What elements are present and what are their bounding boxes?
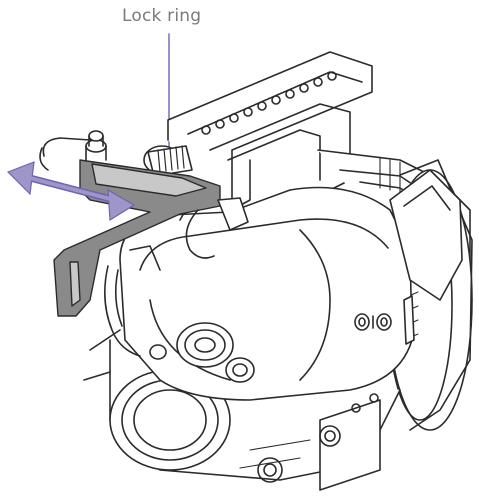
viewfinder-buttons (354, 295, 415, 345)
lock-ring (143, 145, 193, 177)
slide-direction-arrow (6, 161, 136, 222)
lock-ring-label: Lock ring (122, 6, 202, 26)
top-handle (167, 51, 373, 211)
eyecup-hood (389, 169, 463, 301)
bracket-clamp-screw (39, 130, 107, 171)
bracket-lever (185, 197, 249, 259)
eyepiece (149, 322, 255, 383)
